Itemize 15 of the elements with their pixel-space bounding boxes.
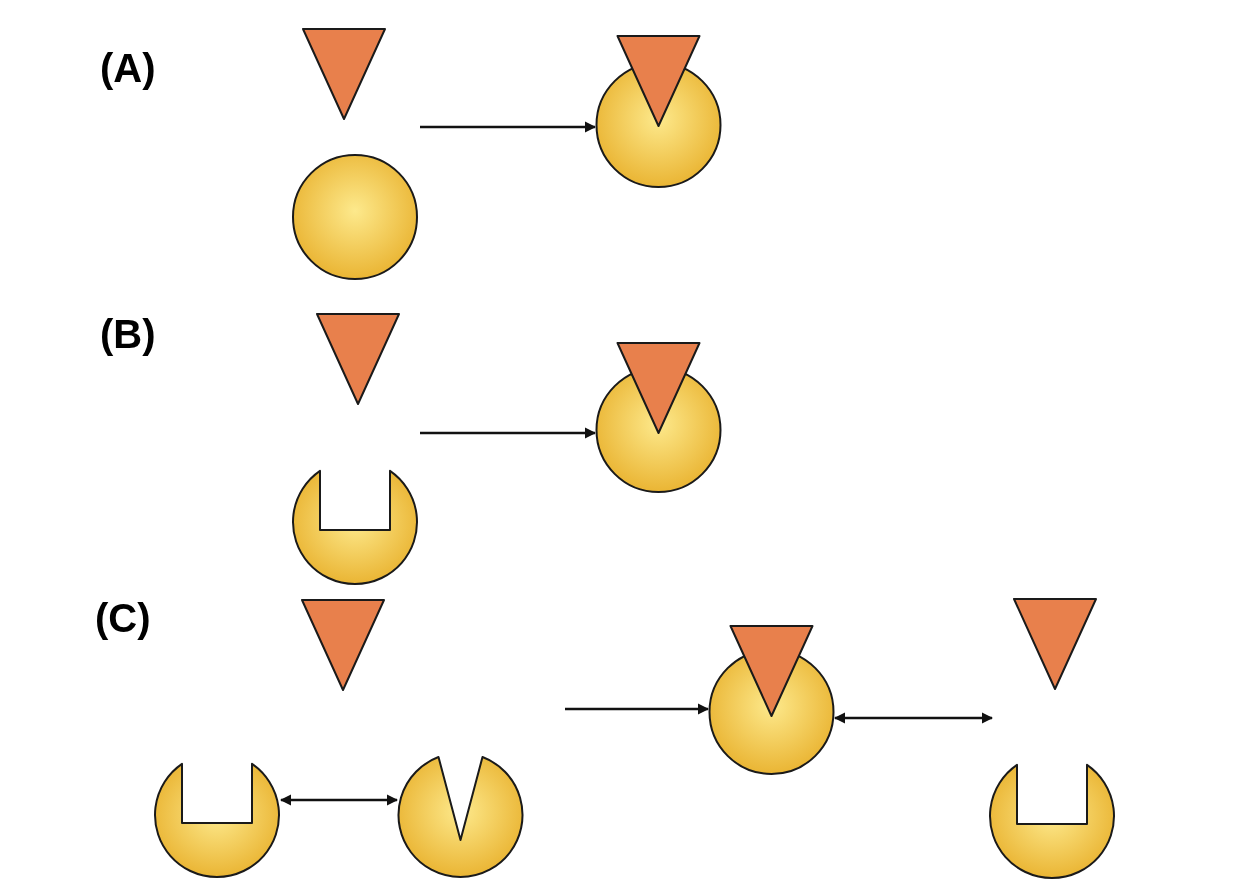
ligand-and-receptor-drawing <box>290 26 420 282</box>
arrow <box>279 794 399 806</box>
panel-label: (B) <box>100 314 156 354</box>
bound-complex-drawing <box>708 623 835 777</box>
ligand-triangle <box>300 598 386 692</box>
panel-label: (C) <box>95 598 151 638</box>
arrow <box>565 703 710 715</box>
panel-label: (A) <box>100 48 156 88</box>
arrow <box>833 712 994 724</box>
bound-complex-drawing <box>595 33 722 190</box>
arrow <box>420 121 597 133</box>
arrow <box>420 427 597 439</box>
ligand-and-receptor-drawing <box>992 596 1112 881</box>
bound-complex-drawing <box>595 340 722 495</box>
ligand-and-receptor-drawing <box>290 311 420 587</box>
